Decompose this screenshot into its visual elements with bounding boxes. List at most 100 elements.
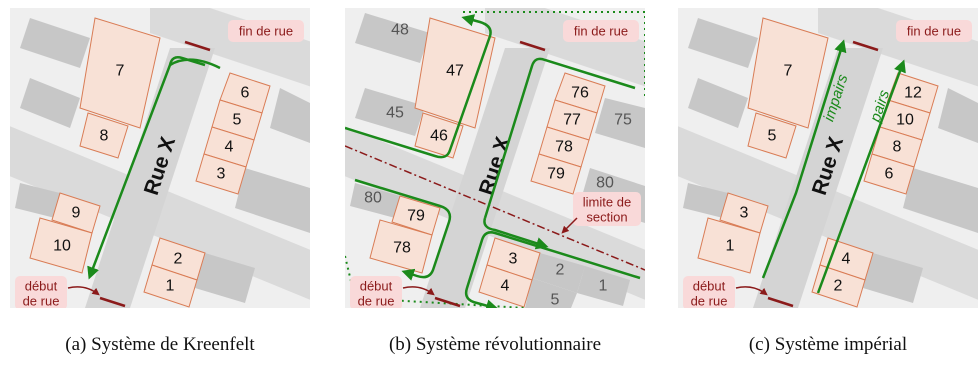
end-label: fin de rue (574, 24, 628, 39)
house-number: 3 (217, 166, 226, 183)
house-number: 8 (893, 139, 902, 156)
house (747, 112, 797, 159)
start-label-line2: de rue (691, 294, 728, 309)
route-south (464, 231, 641, 308)
house (369, 219, 433, 274)
start-marker (767, 296, 794, 308)
end-label: fin de rue (239, 24, 293, 39)
house (29, 217, 93, 274)
gray-number: 1 (599, 278, 608, 295)
house-number: 47 (446, 63, 464, 80)
house-number: 2 (834, 278, 843, 295)
gray-number: 80 (364, 190, 382, 207)
label-bg (573, 192, 641, 226)
house-number: 4 (225, 139, 234, 156)
label-bg (350, 276, 402, 308)
building (688, 78, 748, 128)
house-number: 3 (740, 205, 749, 222)
house (530, 153, 582, 195)
house-number: 10 (896, 112, 914, 129)
gray-number: 48 (391, 22, 409, 39)
start-label-line1: début (693, 279, 726, 294)
house (79, 17, 161, 129)
house (195, 153, 247, 195)
house-number: 1 (726, 238, 735, 255)
house-number: 9 (72, 205, 81, 222)
side-street (150, 8, 310, 87)
building (903, 168, 978, 233)
route-odd (761, 39, 847, 279)
building (683, 183, 728, 218)
house-number: 5 (233, 112, 242, 129)
house-number: 46 (430, 128, 448, 145)
end-label: fin de rue (907, 24, 961, 39)
house-number: 79 (547, 166, 565, 183)
panel-kreenfelt: 7 8 6 5 4 3 9 10 2 1 Rue X fin de rue dé… (10, 8, 310, 308)
panel-imperial: 7 5 12 10 8 6 3 1 4 2 Rue X impairs pair… (678, 8, 978, 308)
start-marker (434, 296, 461, 308)
section-pointer (561, 217, 578, 234)
house-number: 77 (563, 112, 581, 129)
building (355, 13, 430, 63)
caption-imperial: (c) Système impérial (748, 334, 908, 355)
route-even (816, 59, 906, 294)
building (355, 88, 425, 136)
label-bg (228, 20, 304, 42)
gray-number: 5 (551, 292, 560, 309)
numbering-route-turn (169, 58, 221, 70)
house-number: 76 (571, 85, 589, 102)
house-number: 6 (241, 85, 250, 102)
building (688, 18, 758, 68)
side-street (818, 8, 978, 87)
house-number: 6 (885, 166, 894, 183)
end-marker (852, 40, 879, 52)
gray-number: 45 (386, 105, 404, 122)
building (195, 253, 255, 303)
end-marker (519, 40, 546, 52)
house-number: 7 (784, 63, 793, 80)
map-revolutionnaire: 48 45 75 80 80 2 1 5 47 46 76 77 78 79 7… (345, 8, 645, 308)
house-number: 78 (393, 240, 411, 257)
caption-revolutionnaire: (b) Système révolutionnaire (388, 334, 602, 355)
end-marker (184, 40, 211, 52)
building (235, 168, 310, 233)
building (863, 253, 923, 303)
label-bg (15, 276, 67, 308)
house-number: 5 (768, 128, 777, 145)
house-number: 8 (100, 128, 109, 145)
start-label-line2: de rue (358, 294, 395, 309)
building (350, 183, 400, 218)
house-number: 3 (509, 251, 518, 268)
start-label-line1: début (25, 279, 58, 294)
start-pointer (402, 286, 435, 296)
house (478, 264, 533, 308)
building (532, 253, 585, 293)
street-rue-x (85, 48, 215, 308)
start-pointer (735, 286, 768, 296)
map-kreenfelt: 7 8 6 5 4 3 9 10 2 1 Rue X fin de rue dé… (10, 8, 310, 308)
section-label-line1: limite de (583, 195, 631, 210)
start-pointer (67, 286, 100, 296)
caption-kreenfelt: (a) Système de Kreenfelt (65, 334, 255, 355)
panel-revolutionnaire: 48 45 75 80 80 2 1 5 47 46 76 77 78 79 7… (345, 8, 645, 308)
start-marker (99, 296, 126, 308)
route-west (354, 178, 452, 281)
start-label-line2: de rue (23, 294, 60, 309)
building (938, 88, 978, 143)
house-number: 12 (904, 85, 922, 102)
building (20, 78, 80, 128)
side-street (485, 8, 645, 87)
house-number: 7 (116, 63, 125, 80)
house-number: 78 (555, 139, 573, 156)
house (863, 153, 915, 195)
gray-number: 2 (556, 262, 565, 279)
route-north (345, 14, 492, 159)
house-number: 1 (166, 278, 175, 295)
building (270, 88, 310, 143)
gray-number: 75 (614, 112, 632, 129)
house (414, 17, 496, 129)
start-label-line1: début (360, 279, 393, 294)
route-east-end (483, 217, 549, 250)
building (20, 18, 90, 68)
house-number: 4 (501, 278, 510, 295)
